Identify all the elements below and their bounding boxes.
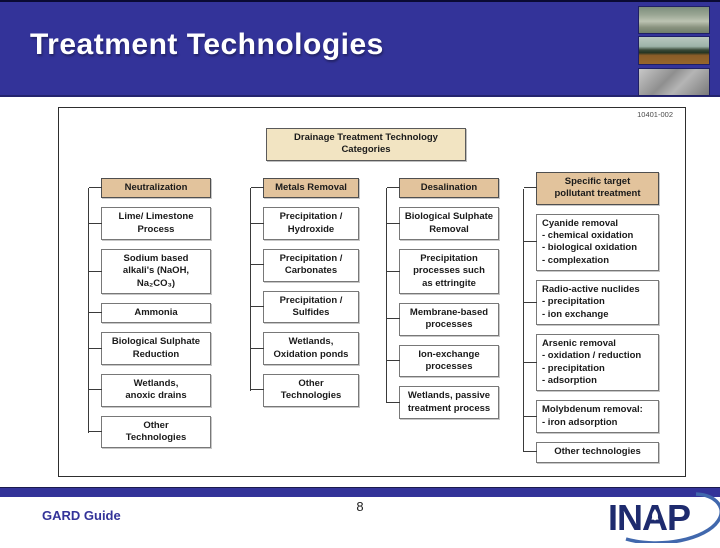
- rock-texture-photo: [638, 68, 710, 96]
- root-category-box: Drainage Treatment Technology Categories: [266, 128, 466, 161]
- node-wetlands-oxidation-ponds: Wetlands, Oxidation ponds: [251, 332, 359, 366]
- node-specific-target-pollutant: Specific target pollutant treatment: [524, 172, 659, 205]
- node-ion-exchange-processes: Ion-exchange processes: [387, 344, 499, 378]
- node-other-technologies-metals: Other Technologies: [251, 374, 359, 407]
- connector-trunk: [250, 188, 251, 391]
- node-wetlands-anoxic-drains: Wetlands, anoxic drains: [89, 374, 211, 407]
- rocky-pond-photo: [638, 6, 710, 34]
- connector-trunk: [386, 188, 387, 403]
- logo-text: INAP: [608, 497, 690, 538]
- inap-logo: INAP: [606, 491, 720, 545]
- node-precipitation-hydroxide: Precipitation / Hydroxide: [251, 207, 359, 241]
- node-molybdenum-removal: Molybdenum removal: - iron adsorption: [524, 400, 659, 434]
- node-lime-limestone-process: Lime/ Limestone Process: [89, 207, 211, 241]
- node-wetlands-passive-treatment: Wetlands, passive treatment process: [387, 386, 499, 420]
- connector-trunk: [88, 188, 89, 433]
- node-precipitation-carbonates: Precipitation / Carbonates: [251, 249, 359, 282]
- page-number: 8: [356, 499, 364, 514]
- node-cyanide-removal: Cyanide removal - chemical oxidation - b…: [524, 213, 659, 272]
- connector-trunk: [523, 188, 524, 452]
- title-banner: Treatment Technologies: [0, 0, 720, 97]
- node-desalination: Desalination: [387, 178, 499, 199]
- column-desalination: Desalination Biological Sulphate Removal…: [386, 178, 499, 428]
- column-specific-target: Specific target pollutant treatment Cyan…: [523, 172, 659, 472]
- node-membrane-based-processes: Membrane-based processes: [387, 303, 499, 336]
- footer-divider-bar: [0, 487, 720, 497]
- node-precipitation-sulfides: Precipitation / Sulfides: [251, 290, 359, 324]
- node-biological-sulphate-reduction: Biological Sulphate Reduction: [89, 332, 211, 366]
- node-other-technologies-specific: Other technologies: [524, 442, 659, 463]
- node-sodium-based-alkalis: Sodium based alkali's (NaOH, Na₂CO₃): [89, 249, 211, 295]
- node-metals-removal: Metals Removal: [251, 178, 359, 199]
- figure-reference: 10401-002: [637, 110, 673, 119]
- node-neutralization: Neutralization: [89, 178, 211, 199]
- column-metals-removal: Metals Removal Precipitation / Hydroxide…: [250, 178, 359, 416]
- node-biological-sulphate-removal: Biological Sulphate Removal: [387, 207, 499, 241]
- node-precipitation-ettringite: Precipitation processes such as ettringi…: [387, 249, 499, 295]
- logo-droplet: [651, 509, 659, 521]
- node-arsenic-removal: Arsenic removal - oxidation / reduction …: [524, 334, 659, 392]
- mine-water-photo: [638, 36, 710, 65]
- diagram-frame: 10401-002 Drainage Treatment Technology …: [58, 107, 686, 477]
- node-radioactive-nuclides: Radio-active nuclides - precipitation - …: [524, 280, 659, 326]
- slide-title: Treatment Technologies: [30, 28, 384, 61]
- node-ammonia: Ammonia: [89, 303, 211, 324]
- column-neutralization: Neutralization Lime/ Limestone Process S…: [88, 178, 211, 457]
- footer-guide-label: GARD Guide: [42, 508, 121, 523]
- node-other-technologies-neutralization: Other Technologies: [89, 415, 211, 449]
